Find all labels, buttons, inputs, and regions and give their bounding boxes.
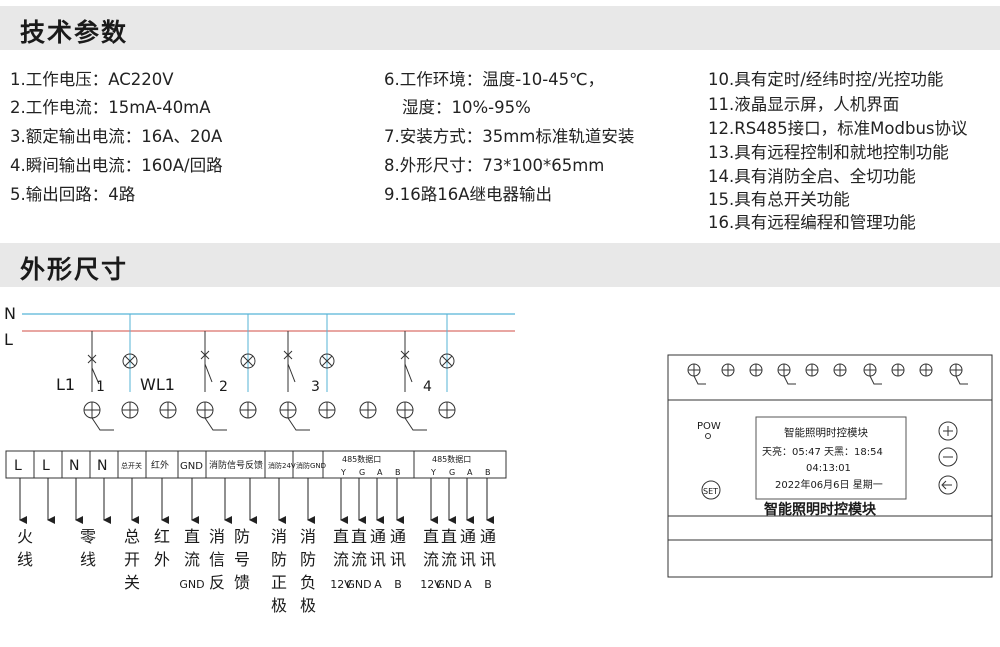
dims-header-bar: 外形尺寸 [0, 243, 1000, 287]
terminal-infrared: 红外 [151, 459, 169, 471]
terminal-strip [5, 450, 507, 479]
terminal-485a-y: Y [340, 468, 346, 477]
terminal-485b-a: A [467, 468, 473, 477]
label-infrared: 红外 [154, 527, 170, 569]
label-wl1: WL1 [140, 375, 175, 394]
terminal-485b-y: Y [430, 468, 436, 477]
terminal-n2: N [97, 458, 107, 474]
terminal-n1: N [69, 458, 79, 474]
terminal-485a-a: A [377, 468, 383, 477]
lcd-line-3: 2022年06月6日 星期一 [775, 478, 883, 491]
label-fire-wire: 火线 [17, 527, 33, 569]
spec-13: 13.具有远程控制和就地控制功能 [708, 143, 949, 162]
spec-8: 8.外形尺寸：73*100*65mm [384, 156, 605, 175]
label-fire-pos: 消防正极 [271, 527, 287, 615]
terminal-l2: L [42, 458, 50, 474]
terminal-485-a: 485数据口 [342, 454, 381, 464]
lcd-line-2: 04:13:01 [806, 463, 851, 474]
label-neutral: 零线 [80, 527, 96, 569]
spec-6: 6.工作环境：温度-10-45℃， [384, 70, 605, 89]
spec-14: 14.具有消防全启、全切功能 [708, 167, 916, 186]
spec-6b: 湿度：10%-95% [402, 98, 531, 117]
terminal-l1: L [14, 458, 22, 474]
label-fire-feedback-a: 消信反防号馈 [209, 527, 250, 592]
channel-1-label: 1 [96, 379, 105, 395]
bus-l-label: L [4, 330, 13, 349]
terminal-485b-g: G [449, 468, 455, 477]
label-fire-neg: 消防负极 [300, 527, 316, 615]
bus-n-label: N [4, 304, 16, 323]
spec-5: 5.输出回路：4路 [10, 185, 136, 204]
set-button[interactable]: SET [703, 487, 718, 496]
device-drawing [667, 354, 993, 578]
specs-title: 技术参数 [20, 18, 129, 47]
terminal-arrows [19, 478, 494, 524]
lcd-line-1: 天亮：05:47 天黑：18:54 [762, 445, 883, 458]
spec-11: 11.液晶显示屏，人机界面 [708, 95, 900, 114]
spec-15: 15.具有总开关功能 [708, 190, 850, 209]
spec-9: 9.16路16A继电器输出 [384, 185, 553, 204]
spec-3: 3.额定输出电流：16A、20A [10, 127, 223, 146]
spec-12: 12.RS485接口，标准Modbus协议 [708, 119, 968, 138]
terminal-485a-g: G [359, 468, 365, 477]
pow-label: POW [697, 421, 721, 432]
spec-10: 10.具有定时/经纬时控/光控功能 [708, 70, 944, 89]
terminal-gnd: GND [180, 461, 203, 472]
channel-2-label: 2 [219, 379, 228, 395]
terminal-485-b: 485数据口 [432, 454, 471, 464]
device-front-label: 智能照明时控模块 [763, 501, 877, 518]
terminal-fire-feedback: 消防信号反馈 [209, 459, 263, 471]
dims-title: 外形尺寸 [20, 255, 129, 284]
spec-16: 16.具有远程编程和管理功能 [708, 213, 916, 232]
spec-2: 2.工作电流：15mA-40mA [10, 98, 211, 117]
label-master: 总开关 [124, 527, 140, 592]
spec-7: 7.安装方式：35mm标准轨道安装 [384, 127, 635, 146]
spec-1: 1.工作电压：AC220V [10, 70, 174, 89]
terminal-fire-gnd: 消防GND [296, 461, 326, 470]
terminal-master: 总开关 [121, 461, 142, 470]
terminal-fire-24v: 消防24V [268, 461, 296, 470]
terminal-485a-b: B [395, 468, 401, 477]
lcd-title: 智能照明时控模块 [784, 426, 868, 439]
label-l1: L1 [56, 375, 75, 394]
channel-4-label: 4 [423, 379, 432, 395]
channel-3-label: 3 [311, 379, 320, 395]
device-top-terminals [687, 363, 968, 385]
channel-circuits [83, 314, 456, 431]
specs-header-bar: 技术参数 [0, 6, 1000, 50]
terminal-485b-b: B [485, 468, 491, 477]
spec-4: 4.瞬间输出电流：160A/回路 [10, 156, 223, 175]
